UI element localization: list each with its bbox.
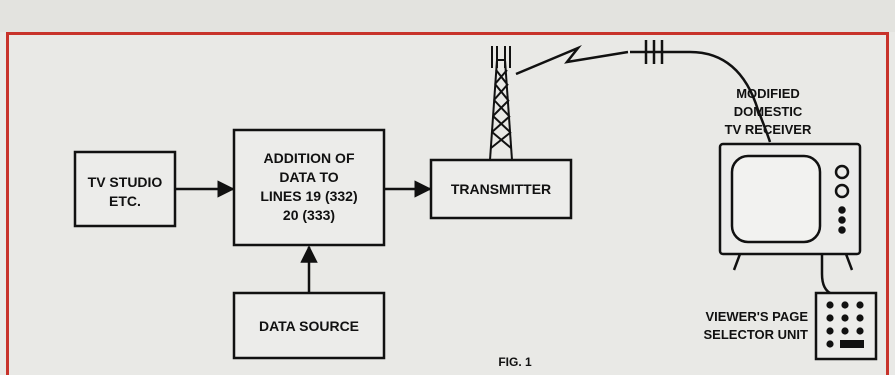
page-selector-keypad-icon: [816, 293, 876, 359]
addition-label-2: DATA TO: [279, 169, 338, 185]
tv-studio-label-1: TV STUDIO: [88, 174, 163, 190]
signal-zigzag-icon: [516, 48, 628, 74]
receiver-label-3: TV RECEIVER: [725, 122, 812, 137]
addition-label-4: 20 (333): [283, 207, 335, 223]
addition-label-1: ADDITION OF: [264, 150, 355, 166]
selector-label-1: VIEWER'S PAGE: [705, 309, 808, 324]
figure-caption: FIG. 1: [498, 355, 532, 369]
transmitter-label: TRANSMITTER: [451, 181, 551, 197]
addition-label-3: LINES 19 (332): [260, 188, 357, 204]
selector-cable: [822, 254, 832, 294]
data-source-label: DATA SOURCE: [259, 318, 359, 334]
receiver-label-2: DOMESTIC: [734, 104, 803, 119]
receiver-label-1: MODIFIED: [736, 86, 800, 101]
tv-receiver-icon: [720, 144, 860, 270]
transmission-tower-icon: [490, 46, 512, 160]
tv-studio-label-2: ETC.: [109, 193, 141, 209]
selector-label-2: SELECTOR UNIT: [704, 327, 809, 342]
